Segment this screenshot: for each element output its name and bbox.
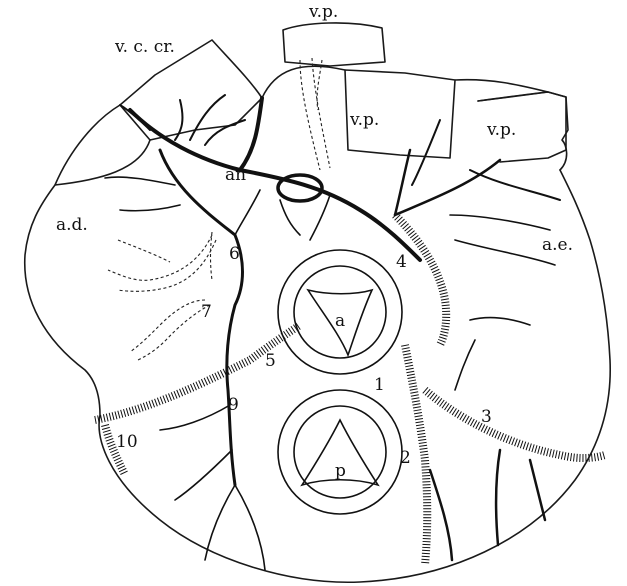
vena-pulmonalis-top-block (283, 23, 385, 66)
label-an: an (225, 165, 246, 185)
dashed-veins (108, 58, 330, 360)
label-1: 1 (374, 375, 385, 395)
label-5: 5 (265, 351, 276, 371)
figure-labels: v.p. v. c. cr. v.p. v.p. an a.d. a.e. a … (56, 2, 573, 481)
label-6: 6 (229, 244, 240, 264)
label-7: 7 (201, 302, 212, 322)
label-3: 3 (481, 407, 492, 427)
label-4: 4 (396, 252, 407, 272)
label-vccr: v. c. cr. (114, 37, 175, 57)
label-9: 9 (228, 395, 239, 415)
label-vp-left: v.p. (349, 110, 379, 130)
label-ae: a.e. (542, 235, 573, 255)
label-ad: a.d. (56, 215, 88, 235)
label-p: p (335, 461, 346, 481)
label-2: 2 (400, 448, 411, 468)
upper-atrium-contour (262, 66, 548, 98)
valve-p (278, 390, 402, 514)
label-vp-right: v.p. (486, 120, 516, 140)
label-vp-top: v.p. (308, 2, 338, 22)
label-a: a (335, 311, 345, 331)
label-10: 10 (116, 432, 138, 452)
